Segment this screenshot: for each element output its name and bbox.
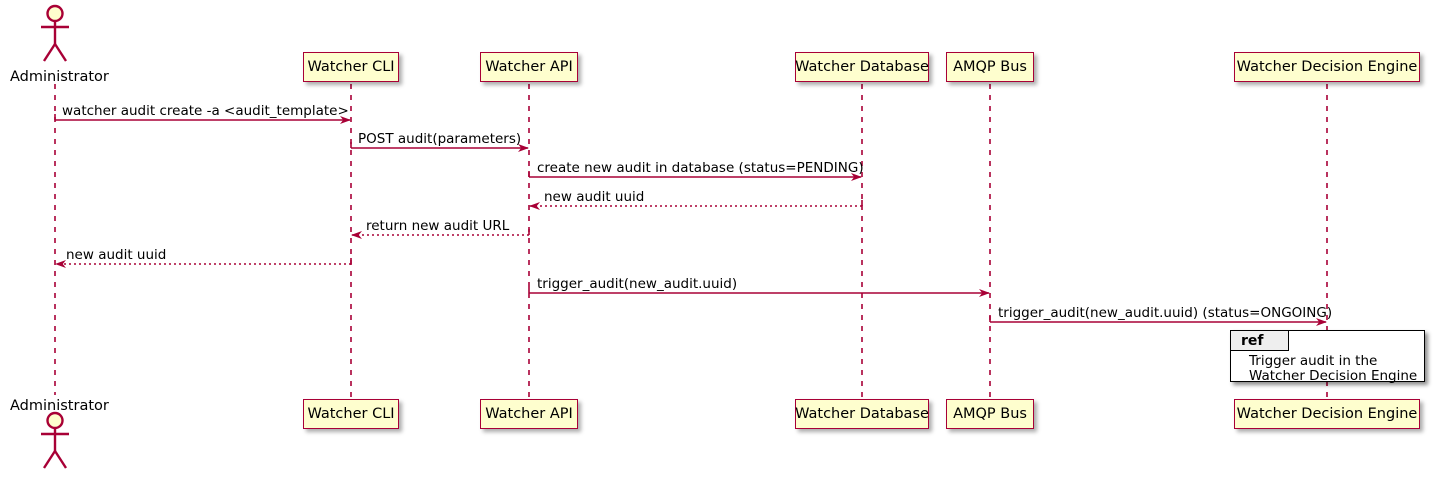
message-arrows-group bbox=[54, 114, 1327, 326]
actor-label-administrator-top: Administrator bbox=[10, 69, 109, 85]
message-text: trigger_audit(new_audit.uuid) bbox=[537, 276, 738, 292]
actor-label-text: Administrator bbox=[10, 69, 109, 85]
participant-label: Watcher CLI bbox=[307, 406, 395, 422]
message-text: new audit uuid bbox=[66, 247, 167, 263]
message-text: return new audit URL bbox=[366, 218, 510, 234]
actor-figure-administrator-top[interactable] bbox=[41, 4, 69, 62]
participant-label: Watcher Decision Engine bbox=[1236, 59, 1418, 75]
ref-fragment-box[interactable]: ref Trigger audit in the Watcher Decisio… bbox=[1230, 330, 1425, 384]
actor-label-text: Administrator bbox=[10, 398, 109, 414]
participant-box-watcher-decision-engine-top[interactable]: Watcher Decision Engine bbox=[1234, 52, 1420, 82]
participant-box-watcher-cli-top[interactable]: Watcher CLI bbox=[303, 52, 399, 82]
participant-box-watcher-decision-engine-bottom[interactable]: Watcher Decision Engine bbox=[1234, 399, 1420, 429]
actor-leg-left bbox=[42, 43, 57, 62]
participant-box-watcher-database-top[interactable]: Watcher Database bbox=[795, 52, 929, 82]
participant-box-watcher-api-top[interactable]: Watcher API bbox=[480, 52, 578, 82]
message-label-3: create new audit in database (status=PEN… bbox=[537, 160, 864, 176]
ref-fragment-line-1: Trigger audit in the bbox=[1249, 353, 1377, 369]
actor-leg-right bbox=[53, 43, 68, 62]
message-text: POST audit(parameters) bbox=[358, 131, 522, 147]
participant-label: AMQP Bus bbox=[953, 59, 1027, 75]
message-text: create new audit in database (status=PEN… bbox=[537, 160, 864, 176]
message-label-5: return new audit URL bbox=[366, 218, 509, 234]
participant-label: Watcher CLI bbox=[307, 59, 395, 75]
participant-box-amqp-bus-top[interactable]: AMQP Bus bbox=[946, 52, 1034, 82]
actor-label-administrator-bottom: Administrator bbox=[10, 398, 109, 414]
participant-label: Watcher Database bbox=[795, 59, 929, 75]
message-text: trigger_audit(new_audit.uuid) (status=ON… bbox=[998, 305, 1333, 321]
message-label-4: new audit uuid bbox=[544, 189, 644, 205]
participant-label: AMQP Bus bbox=[953, 406, 1027, 422]
participant-label: Watcher API bbox=[485, 59, 573, 75]
actor-leg-right bbox=[53, 450, 68, 469]
participant-box-watcher-database-bottom[interactable]: Watcher Database bbox=[795, 399, 929, 429]
message-label-8: trigger_audit(new_audit.uuid) (status=ON… bbox=[998, 305, 1332, 321]
ref-fragment-tab-label: ref bbox=[1241, 333, 1264, 349]
ref-fragment-tab bbox=[1231, 331, 1289, 351]
message-label-6: new audit uuid bbox=[66, 247, 166, 263]
message-label-7: trigger_audit(new_audit.uuid) bbox=[537, 276, 737, 292]
actor-figures-group bbox=[41, 4, 69, 469]
participant-box-watcher-api-bottom[interactable]: Watcher API bbox=[480, 399, 578, 429]
actor-figure-administrator-bottom[interactable] bbox=[41, 411, 69, 469]
participant-box-amqp-bus-bottom[interactable]: AMQP Bus bbox=[946, 399, 1034, 429]
message-text: watcher audit create -a <audit_template> bbox=[62, 103, 349, 119]
participant-label: Watcher Database bbox=[795, 406, 929, 422]
participant-label: Watcher Decision Engine bbox=[1236, 406, 1418, 422]
participant-box-watcher-cli-bottom[interactable]: Watcher CLI bbox=[303, 399, 399, 429]
message-label-1: watcher audit create -a <audit_template> bbox=[62, 103, 349, 119]
message-label-2: POST audit(parameters) bbox=[358, 131, 521, 147]
ref-line-text: Trigger audit in the bbox=[1249, 353, 1378, 369]
lifelines-group bbox=[54, 84, 1328, 399]
ref-line-text: Watcher Decision Engine bbox=[1249, 368, 1418, 384]
ref-tab-text: ref bbox=[1241, 333, 1264, 349]
ref-fragment-line-2: Watcher Decision Engine bbox=[1249, 368, 1417, 384]
participant-label: Watcher API bbox=[485, 406, 573, 422]
actor-leg-left bbox=[42, 450, 57, 469]
message-text: new audit uuid bbox=[544, 189, 645, 205]
